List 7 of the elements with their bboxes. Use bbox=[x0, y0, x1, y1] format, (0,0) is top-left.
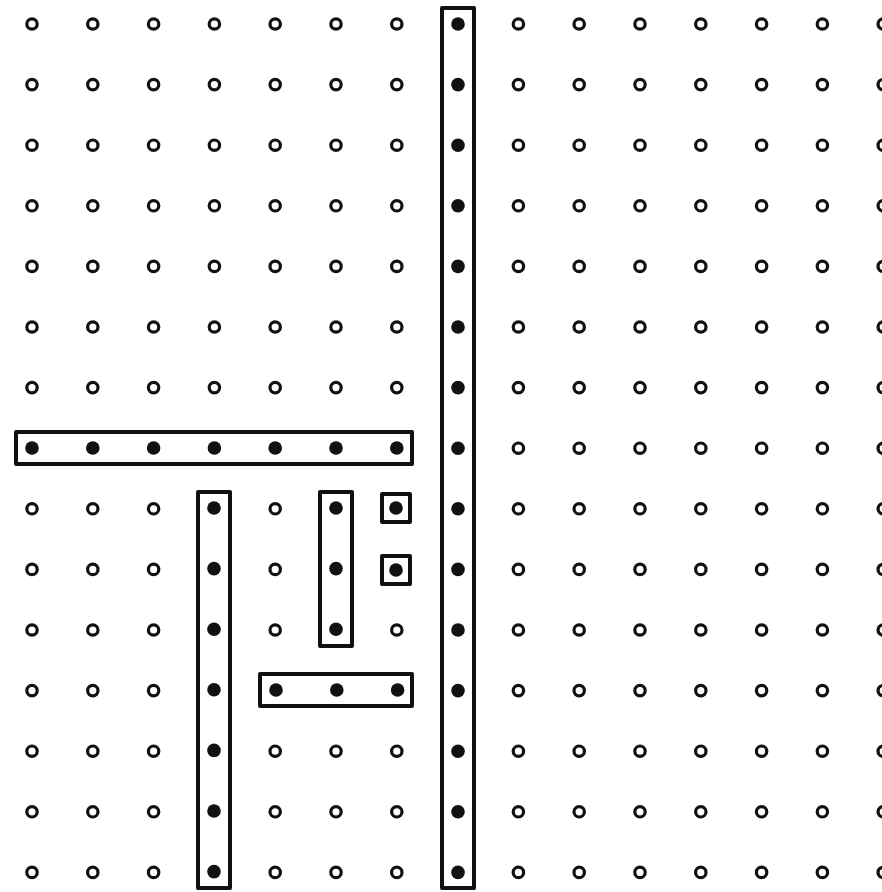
bar-outline bbox=[14, 430, 415, 467]
square-outline bbox=[380, 553, 413, 586]
bar-outline bbox=[257, 672, 415, 709]
bar-outline bbox=[439, 6, 476, 891]
bar-outline bbox=[196, 490, 233, 891]
square-outline bbox=[380, 492, 413, 525]
bar-outline bbox=[318, 490, 354, 648]
